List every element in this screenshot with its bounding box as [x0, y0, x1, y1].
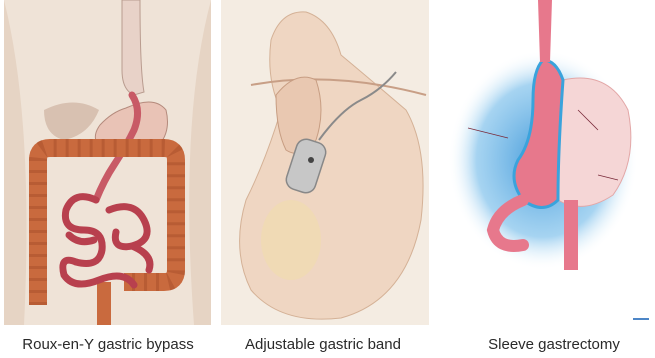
- gastric-band-illustration: [221, 0, 429, 325]
- caption-roux-en-y: Roux-en-Y gastric bypass: [22, 336, 193, 353]
- caption-gastric-band: Adjustable gastric band: [245, 336, 401, 353]
- band-anatomy-drawing: [221, 0, 429, 325]
- roux-en-y-illustration: [4, 0, 211, 325]
- bypass-anatomy-drawing: [4, 0, 211, 325]
- sleeve-anatomy-drawing: [438, 0, 655, 325]
- scale-mark: [633, 318, 649, 320]
- sleeve-gastrectomy-illustration: [438, 0, 655, 325]
- caption-sleeve-gastrectomy: Sleeve gastrectomy: [488, 336, 620, 353]
